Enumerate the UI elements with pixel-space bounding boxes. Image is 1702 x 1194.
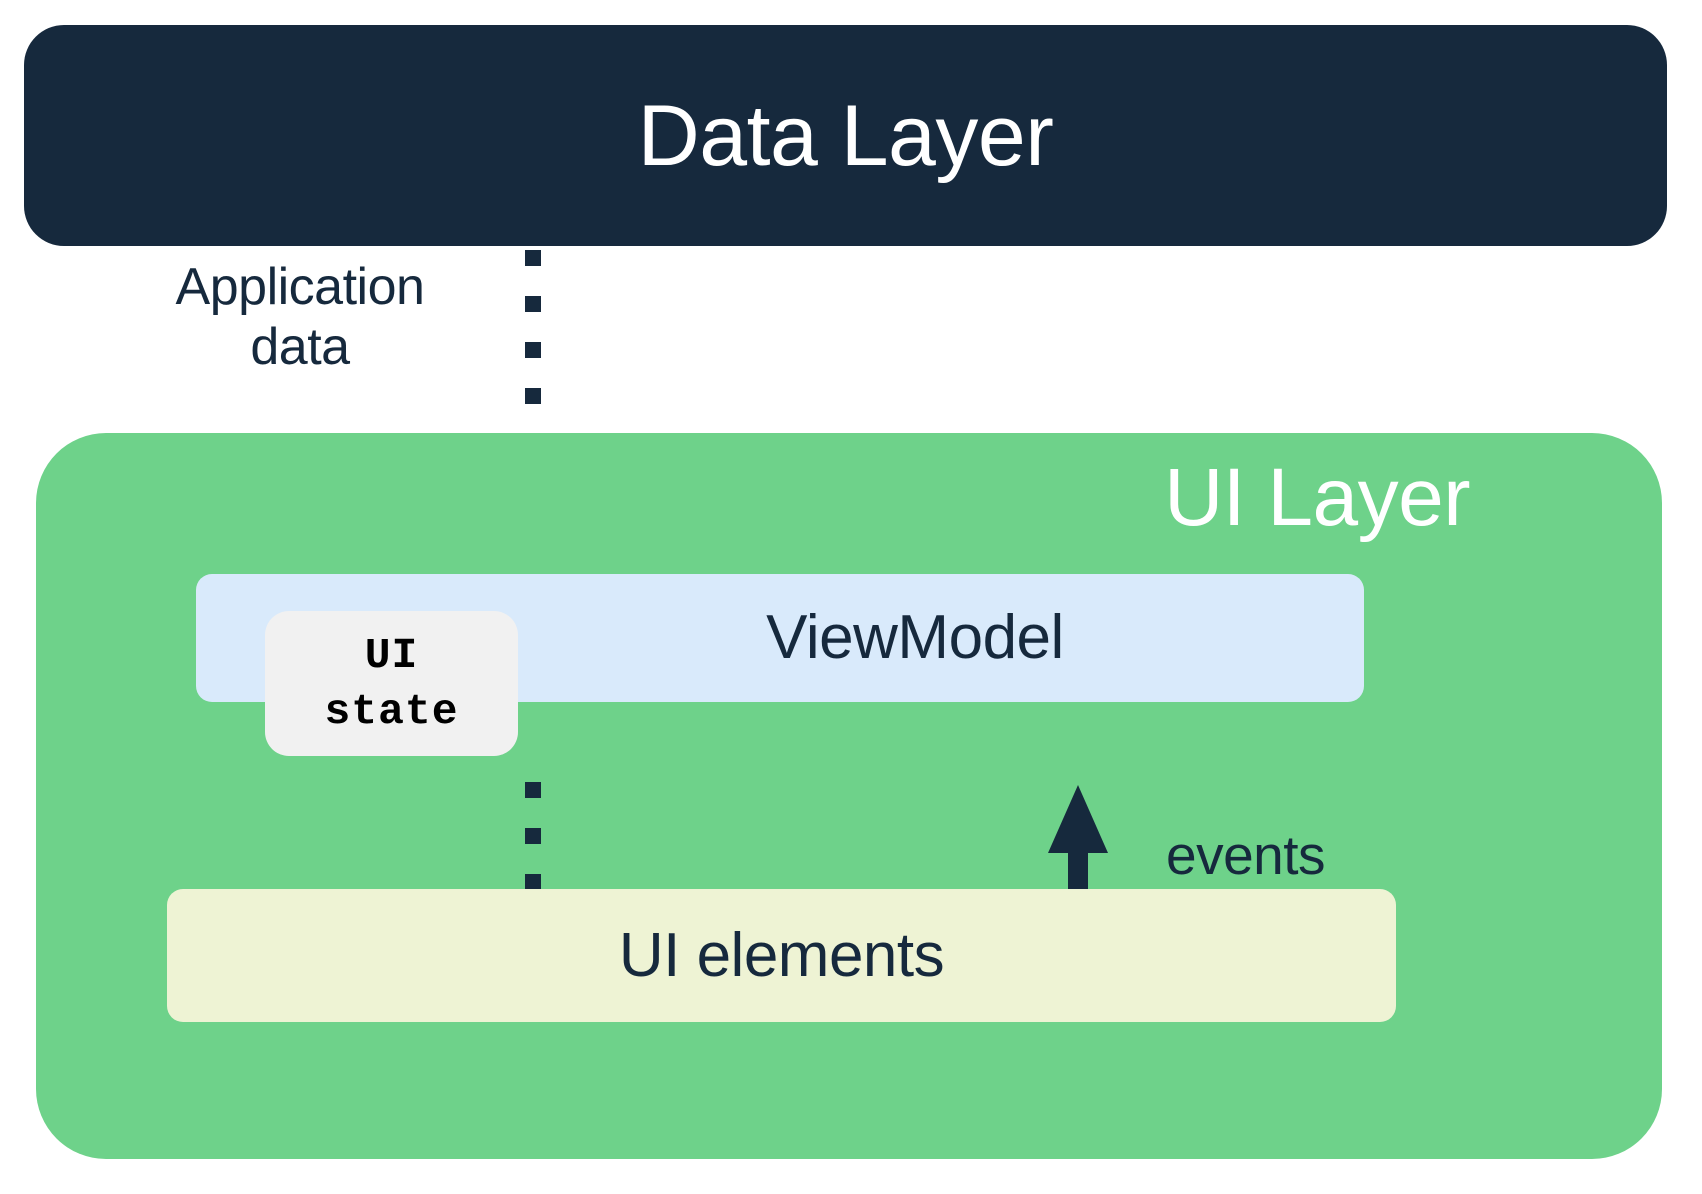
ui-state-chip: UI state: [265, 611, 518, 756]
ui-elements-label: UI elements: [618, 920, 945, 990]
ui-layer-box: UI Layer: [36, 433, 1662, 1159]
viewmodel-label: ViewModel: [766, 603, 1064, 672]
ui-layer-title: UI Layer: [1164, 452, 1470, 543]
ui-elements-box: UI elements: [167, 889, 1396, 1022]
events-arrow-icon: [1048, 785, 1108, 951]
application-data-label-line2: data: [250, 317, 350, 376]
ui-state-label-line1: UI: [364, 631, 419, 681]
application-data-label-line1: Application: [175, 258, 425, 316]
application-data-label: Application data: [150, 258, 450, 378]
events-label: events: [1166, 824, 1326, 886]
ui-state-label-line2: state: [324, 686, 459, 736]
data-layer-title: Data Layer: [637, 87, 1054, 184]
ui-state-dotted-line: [525, 782, 541, 894]
data-layer-box: Data Layer: [24, 25, 1667, 246]
